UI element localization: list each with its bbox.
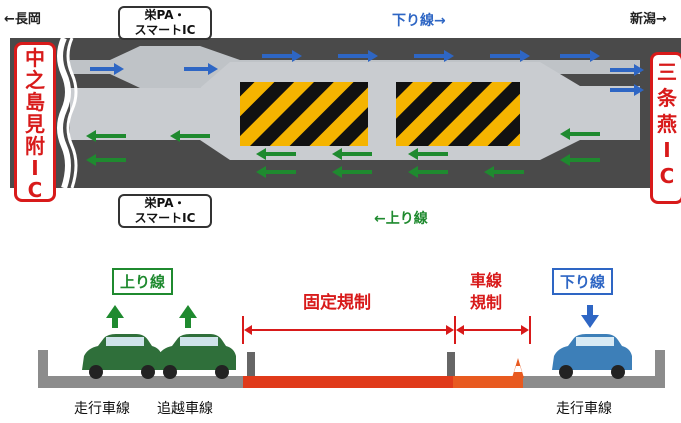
left-ic-char: I bbox=[31, 156, 39, 180]
sakae-pa-ic-top: 栄PA・ スマートIC bbox=[118, 6, 212, 40]
lane-drive-right-label: 走行車線 bbox=[556, 401, 612, 417]
right-destination-label: 新潟→ bbox=[630, 12, 667, 27]
lane-reg-line1: 車線 bbox=[470, 271, 503, 290]
right-ic-char: 三 bbox=[657, 60, 677, 84]
ic-top-line1: 栄PA・ bbox=[144, 8, 186, 22]
right-ic-char: C bbox=[659, 164, 675, 188]
left-ic-char: 島 bbox=[25, 90, 45, 114]
left-ic-char: 見 bbox=[25, 112, 45, 136]
car-up-driving bbox=[82, 334, 162, 379]
fixed-regulation-label: 固定規制 bbox=[303, 293, 371, 313]
left-ic-char: C bbox=[27, 178, 43, 202]
up-line-label: ←上り線 bbox=[374, 211, 428, 227]
car-up-passing bbox=[156, 334, 236, 379]
down-line-label: 下り線→ bbox=[392, 13, 446, 29]
nakanoshima-mitsuke-ic: 中 之 島 見 附 I C bbox=[14, 42, 56, 202]
left-ic-char: 中 bbox=[25, 46, 45, 70]
up-line-tag: 上り線 bbox=[112, 268, 174, 295]
lane-passing-label: 追越車線 bbox=[157, 401, 213, 417]
sanjo-tsubame-ic: 三 条 燕 I C bbox=[650, 52, 681, 204]
right-ic-char: 条 bbox=[657, 86, 677, 110]
work-zone-left bbox=[240, 82, 368, 146]
lane-regulation-zone bbox=[453, 376, 523, 388]
ic-top-line2: スマートIC bbox=[134, 23, 196, 37]
fixed-regulation-zone bbox=[243, 376, 453, 388]
down-line-tag: 下り線 bbox=[552, 268, 614, 295]
lane-drive-left-label: 走行車線 bbox=[74, 401, 130, 417]
right-ic-char: I bbox=[663, 138, 671, 162]
sakae-pa-ic-bottom: 栄PA・ スマートIC bbox=[118, 194, 212, 228]
left-ic-char: 之 bbox=[25, 68, 45, 92]
left-ic-char: 附 bbox=[25, 134, 45, 158]
work-zone-right bbox=[396, 82, 520, 146]
ic-bottom-line1: 栄PA・ bbox=[144, 196, 186, 210]
lane-reg-line2: 規制 bbox=[470, 293, 503, 312]
right-ic-char: 燕 bbox=[657, 112, 677, 136]
ic-bottom-line2: スマートIC bbox=[134, 211, 196, 225]
lane-regulation-label: 車線 規制 bbox=[470, 270, 502, 314]
car-down-driving bbox=[552, 334, 632, 379]
left-destination-label: ←長岡 bbox=[4, 12, 41, 27]
